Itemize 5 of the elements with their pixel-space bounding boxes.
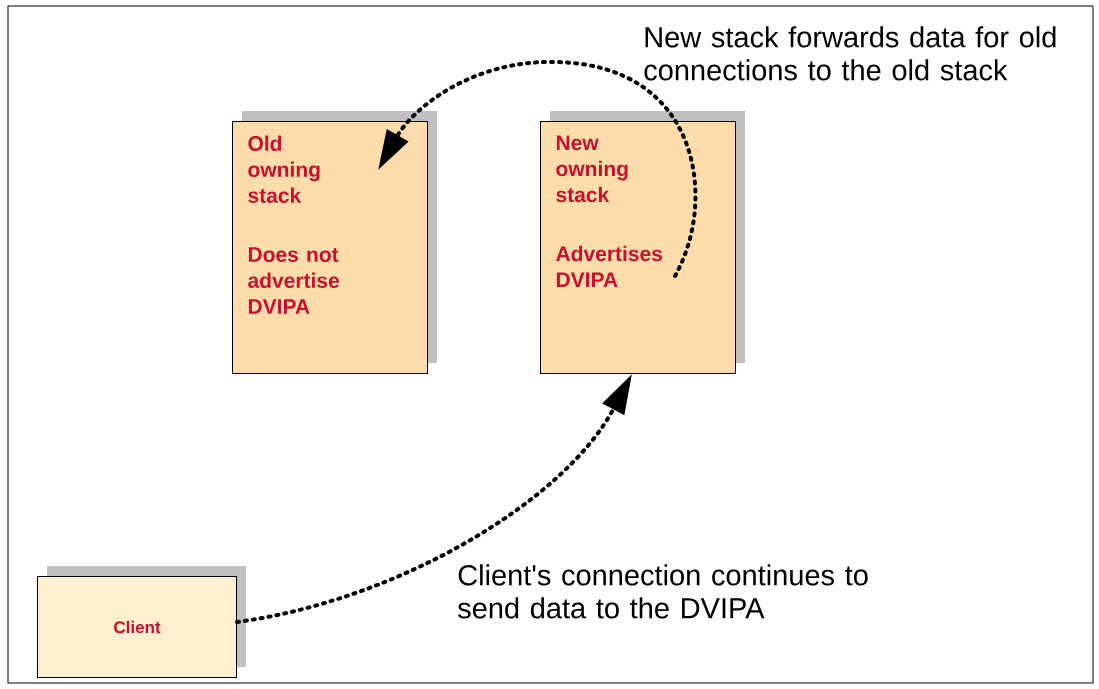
client-box: Client [37, 566, 246, 678]
edge-label: New stack forwards data for old connections to the old stack [644, 26, 1056, 81]
stack-box: Old owning stack Does not advertise DVIPA [232, 111, 437, 374]
edge-label: Client's connection continues to send data to the DVIPA [458, 564, 868, 619]
stack-box: New owning stack Advertises DVIPA [540, 111, 745, 374]
